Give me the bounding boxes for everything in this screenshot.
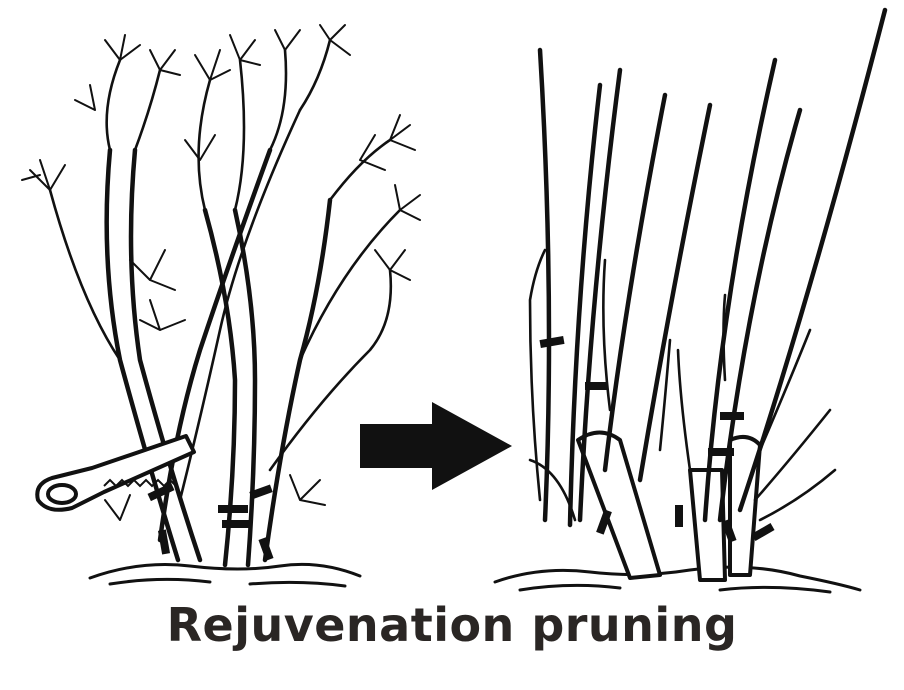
diagram-caption: Rejuvenation pruning (166, 598, 738, 652)
pruned-shrub (493, 7, 888, 594)
overgrown-shrub (21, 24, 421, 588)
saw-icon (35, 434, 196, 512)
arrow-right-icon (360, 402, 512, 490)
